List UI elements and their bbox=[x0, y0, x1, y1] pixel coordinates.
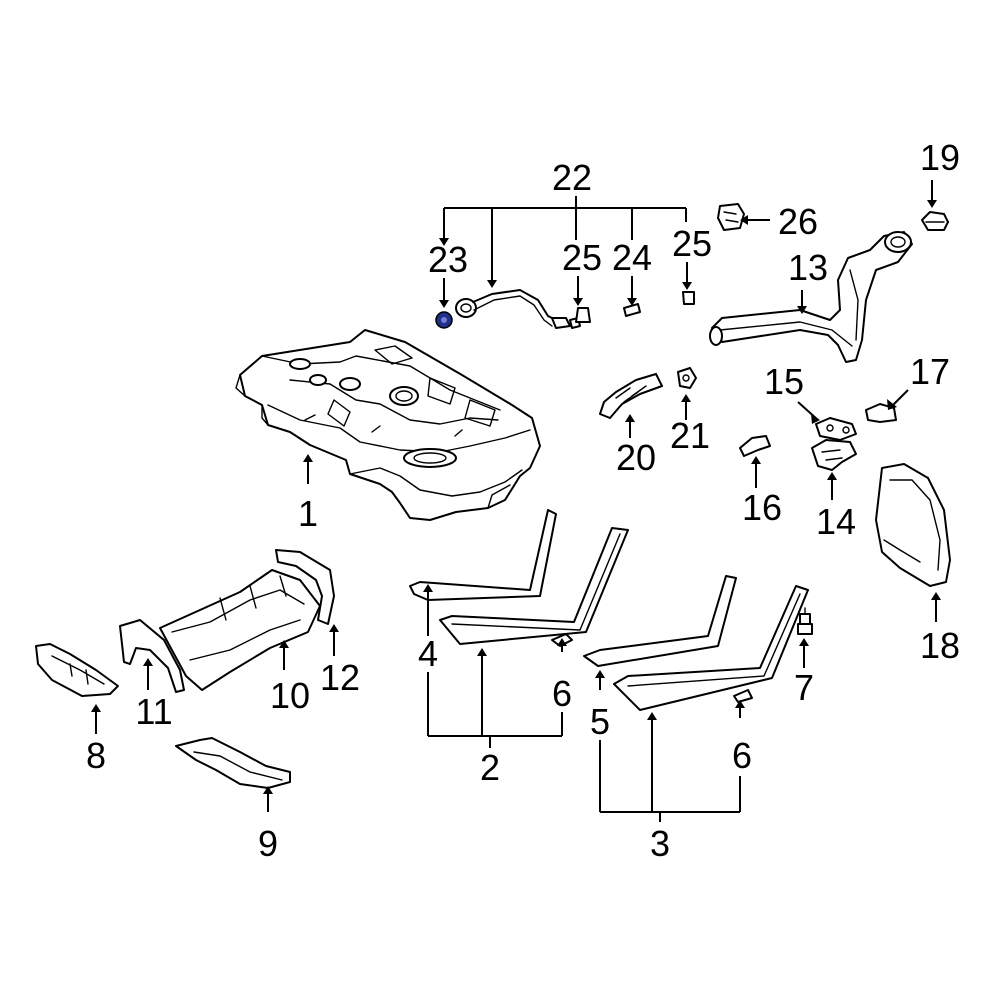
bolt-part-7[interactable] bbox=[797, 607, 813, 635]
heat-insulator-part-12[interactable] bbox=[275, 549, 335, 625]
clip-part-26[interactable] bbox=[717, 203, 745, 231]
protector-part-18[interactable] bbox=[875, 463, 951, 587]
fuel-tank-strap-5[interactable] bbox=[583, 575, 737, 667]
callout-24: 24 bbox=[612, 237, 652, 278]
callout-13: 13 bbox=[788, 247, 828, 288]
callout-16: 16 bbox=[742, 487, 782, 528]
callout-11: 11 bbox=[135, 691, 172, 732]
bracket-part-15[interactable] bbox=[815, 417, 857, 441]
callout-1: 1 bbox=[298, 493, 318, 534]
callout-20: 20 bbox=[616, 437, 656, 478]
heat-insulator-part-11[interactable] bbox=[119, 619, 185, 693]
heat-insulator-part-8[interactable] bbox=[35, 643, 119, 697]
vent-hose-part-20[interactable] bbox=[599, 373, 663, 419]
callout-18: 18 bbox=[920, 625, 960, 666]
fuel-tank-strap-4[interactable] bbox=[409, 509, 557, 601]
clamp-part-21[interactable] bbox=[677, 367, 697, 389]
cap-part-19[interactable] bbox=[921, 211, 949, 231]
callout-3: 3 bbox=[650, 823, 670, 864]
callout-19: 19 bbox=[920, 137, 960, 178]
heat-insulator-part-9[interactable] bbox=[175, 737, 291, 789]
callout-4: 4 bbox=[418, 633, 438, 674]
heat-insulator-part-10[interactable] bbox=[159, 569, 321, 691]
leader-lines bbox=[95, 180, 937, 822]
callout-6-left: 6 bbox=[552, 673, 572, 714]
fuel-tank-strap-2[interactable] bbox=[439, 527, 629, 645]
callout-26: 26 bbox=[778, 201, 818, 242]
callout-numbers: 1 2 3 4 5 6 6 7 8 9 10 11 12 13 14 15 16… bbox=[86, 137, 960, 864]
clip-part-16[interactable] bbox=[739, 435, 771, 457]
fuel-tank-strap-3[interactable] bbox=[613, 585, 809, 711]
callout-12: 12 bbox=[320, 657, 360, 698]
callout-22: 22 bbox=[552, 157, 592, 198]
filler-pipe[interactable] bbox=[709, 231, 913, 363]
callout-14: 14 bbox=[816, 501, 856, 542]
callout-15: 15 bbox=[764, 361, 804, 402]
clip-part-25-left[interactable] bbox=[575, 307, 591, 323]
callout-7: 7 bbox=[794, 667, 814, 708]
callout-9: 9 bbox=[258, 823, 278, 864]
clip-part-6-right[interactable] bbox=[733, 689, 753, 703]
callout-21: 21 bbox=[670, 415, 710, 456]
callout-6-right: 6 bbox=[732, 735, 752, 776]
arrowheads bbox=[91, 200, 941, 794]
fuel-tank[interactable] bbox=[235, 329, 541, 521]
callout-8: 8 bbox=[86, 735, 106, 776]
hose-part-24[interactable] bbox=[623, 303, 641, 317]
callout-2: 2 bbox=[480, 747, 500, 788]
callout-23: 23 bbox=[428, 239, 468, 280]
callout-25-right: 25 bbox=[672, 223, 712, 264]
bracket-part-14[interactable] bbox=[811, 439, 857, 471]
callout-5: 5 bbox=[590, 701, 610, 742]
fuel-filler-hose-assembly[interactable] bbox=[455, 289, 581, 329]
clip-part-25-right[interactable] bbox=[682, 291, 695, 305]
callout-17: 17 bbox=[910, 351, 950, 392]
callout-10: 10 bbox=[270, 675, 310, 716]
callout-25-left: 25 bbox=[562, 237, 602, 278]
gasket-part-23[interactable] bbox=[435, 311, 453, 329]
